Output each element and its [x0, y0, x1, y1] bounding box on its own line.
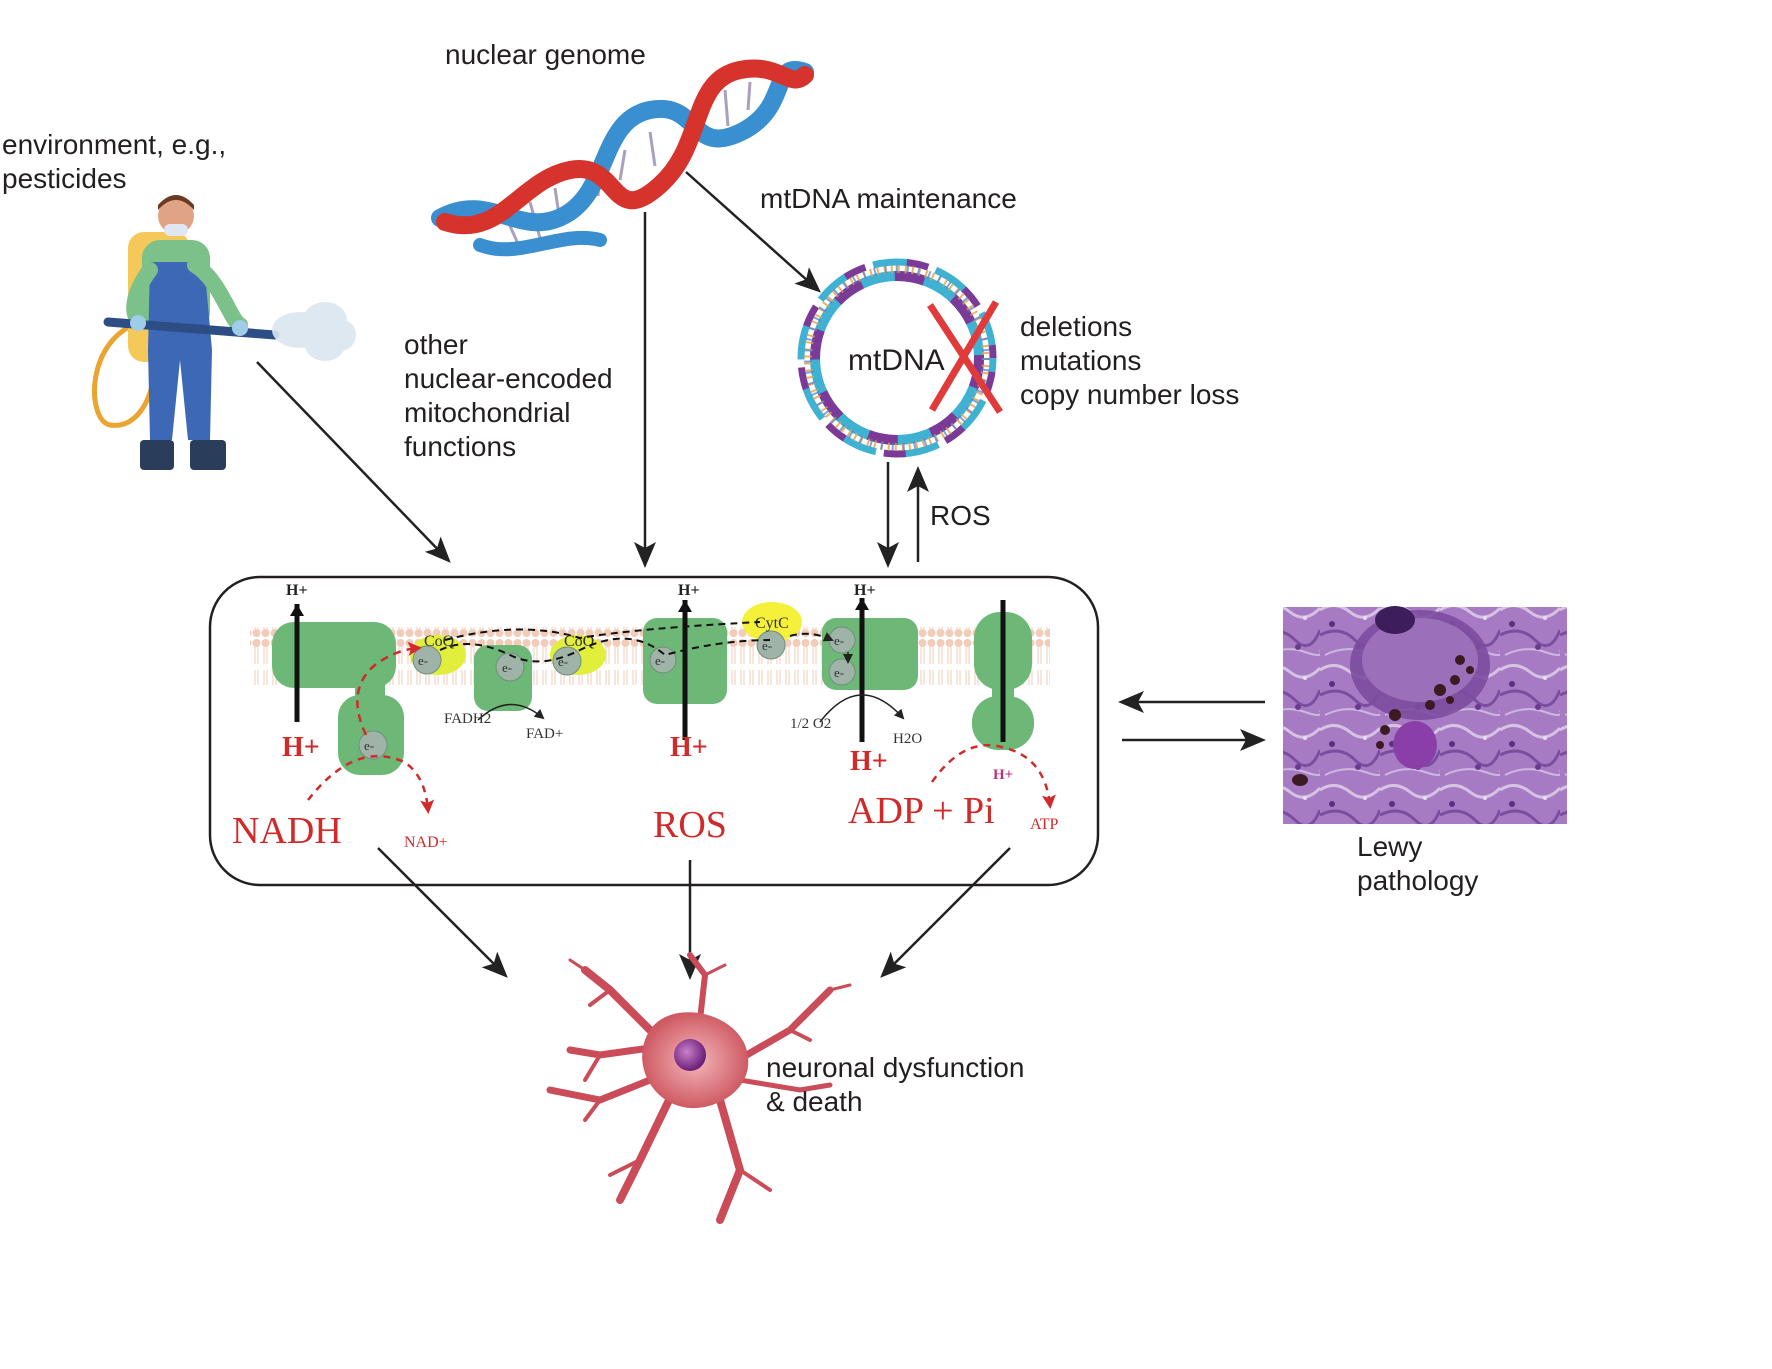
ros-label: ROS: [653, 804, 727, 846]
electron-path-lower: [439, 637, 771, 663]
atp-label: ATP: [1030, 816, 1059, 833]
atp-synthase: [972, 600, 1034, 750]
cytc: [742, 602, 802, 660]
other-label-line2: nuclear-encoded: [404, 363, 613, 394]
lewy-label-line2: pathology: [1357, 865, 1478, 896]
h-plus-complex-iii-top: H+: [678, 582, 700, 599]
nuclear-dna-helix-icon: [431, 59, 814, 257]
nad-plus-label: NAD+: [404, 834, 448, 851]
nuclear-to-mtdna-arrow: [685, 171, 821, 293]
electron-complex-i: e-: [364, 738, 374, 753]
neuron-label-line2: & death: [766, 1086, 863, 1117]
environment-label-line1: environment, e.g.,: [2, 129, 226, 160]
mitochondrion-panel: [208, 575, 1100, 887]
pesticide-sprayer-person-icon: [92, 195, 356, 470]
h-plus-complex-i-top: H+: [286, 582, 308, 599]
ros-feedback-label: ROS: [930, 500, 991, 531]
mtdna-circle-icon: [797, 258, 997, 458]
complex-ii: [474, 645, 545, 721]
mtdna-label: mtDNA: [848, 344, 945, 377]
electron-complex-iv-a: e-: [834, 633, 844, 648]
environment-to-etc-arrow: [256, 361, 451, 563]
h-plus-complex-iii: H+: [670, 732, 708, 763]
defect-label-copy-number: copy number loss: [1020, 379, 1239, 410]
nadh-electron-arrow: [356, 641, 422, 736]
neuron-label-line1: neuronal dysfunction: [766, 1052, 1024, 1083]
nadh-to-neuron-arrow: [377, 847, 508, 978]
electron-complex-iv-b: e-: [834, 665, 844, 680]
lewy-label-line1: Lewy: [1357, 831, 1422, 862]
atp-to-neuron-arrow: [880, 847, 1011, 978]
electron-cytc: e-: [762, 638, 772, 653]
adp-pi-label: ADP + Pi: [848, 790, 995, 832]
h-plus-complex-iv-top: H+: [854, 582, 876, 599]
red-x-icon: [927, 300, 1003, 414]
defect-label-mutations: mutations: [1020, 345, 1141, 376]
other-label-line1: other: [404, 329, 468, 360]
electron-complex-iii: e-: [655, 653, 665, 668]
electron-path-to-complex-iv: [789, 632, 834, 642]
nuclear-genome-label: nuclear genome: [445, 39, 646, 70]
electron-coq-2: e-: [558, 654, 568, 669]
fad-plus-label: FAD+: [526, 726, 563, 742]
half-o2-label: 1/2 O2: [790, 716, 831, 732]
cytc-label: CytC: [755, 615, 789, 632]
electron-complex-ii: e-: [502, 660, 512, 675]
complex-iii: [643, 600, 727, 740]
adp-to-atp-arrow: [930, 743, 1056, 809]
defect-label-deletions: deletions: [1020, 311, 1132, 342]
nadh-label: NADH: [232, 810, 342, 852]
coq-1-label: CoQ: [424, 633, 455, 650]
other-label-line4: functions: [404, 431, 516, 462]
complex-i: [272, 604, 404, 775]
fadh2-label: FADH2: [444, 711, 491, 727]
top-arrows: [256, 171, 929, 568]
h-plus-atp-synthase: H+: [993, 767, 1013, 783]
other-label-line3: mitochondrial: [404, 397, 571, 428]
mtdna-maintenance-label: mtDNA maintenance: [760, 183, 1017, 214]
electron-path-upper: [444, 621, 761, 641]
h-plus-complex-iv: H+: [850, 746, 888, 777]
lewy-pathology-micrograph: [1283, 606, 1567, 824]
h-plus-complex-i: H+: [282, 732, 320, 763]
h2o-label: H2O: [893, 731, 922, 747]
electron-coq-1: e-: [418, 653, 428, 668]
nadh-to-nad-arrow: [307, 754, 435, 814]
environment-label-line2: pesticides: [2, 163, 127, 194]
neuron-icon: [546, 952, 852, 1224]
complex-iv: [819, 598, 918, 742]
